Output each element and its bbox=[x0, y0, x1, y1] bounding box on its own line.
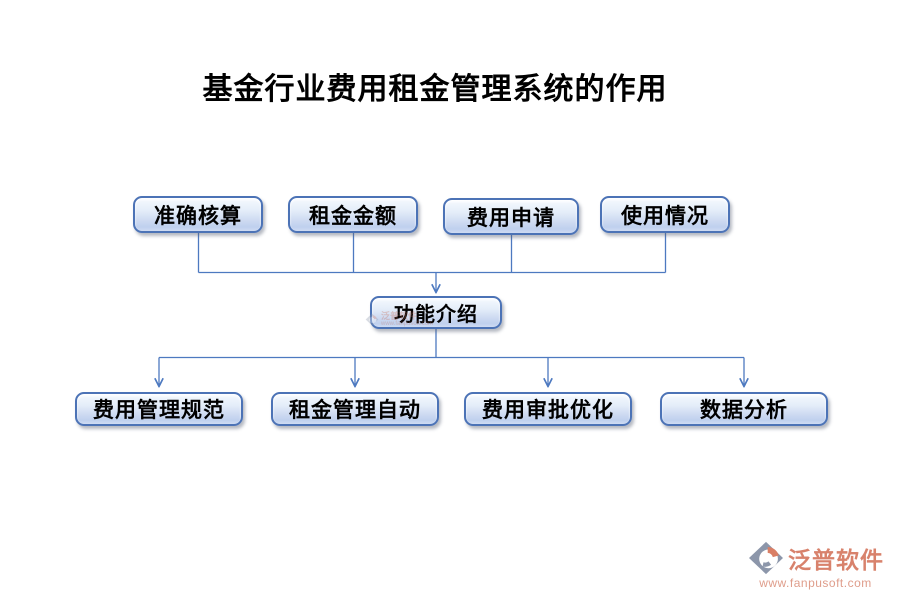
node-accurate-accounting: 准确核算 bbox=[133, 196, 263, 233]
node-rent-amount: 租金金额 bbox=[288, 196, 418, 233]
page-title: 基金行业费用租金管理系统的作用 bbox=[202, 73, 668, 106]
fanpu-logo-icon-watermark bbox=[365, 313, 379, 326]
brand-logo: 泛普软件 www.fanpusoft.com bbox=[747, 541, 884, 590]
brand-name: 泛普软件 bbox=[788, 548, 884, 573]
watermark: 泛普软件 www.fanpusoft.com bbox=[365, 312, 433, 327]
watermark-name: 泛普软件 bbox=[381, 311, 418, 321]
node-data-analysis: 数据分析 bbox=[660, 392, 828, 426]
node-expense-management-standard: 费用管理规范 bbox=[75, 392, 243, 426]
node-function-introduction: 功能介绍 bbox=[370, 296, 502, 329]
bottom-bus-lines bbox=[159, 329, 744, 359]
node-expense-application: 费用申请 bbox=[443, 198, 579, 235]
fanpu-logo-icon bbox=[749, 541, 783, 575]
node-expense-approval-optimization: 费用审批优化 bbox=[464, 392, 632, 426]
top-bus-lines bbox=[197, 233, 667, 274]
watermark-url: www.fanpusoft.com bbox=[381, 321, 434, 327]
node-usage-status: 使用情况 bbox=[600, 196, 730, 233]
brand-url: www.fanpusoft.com bbox=[759, 576, 872, 590]
node-rent-management-automation: 租金管理自动 bbox=[271, 392, 439, 426]
